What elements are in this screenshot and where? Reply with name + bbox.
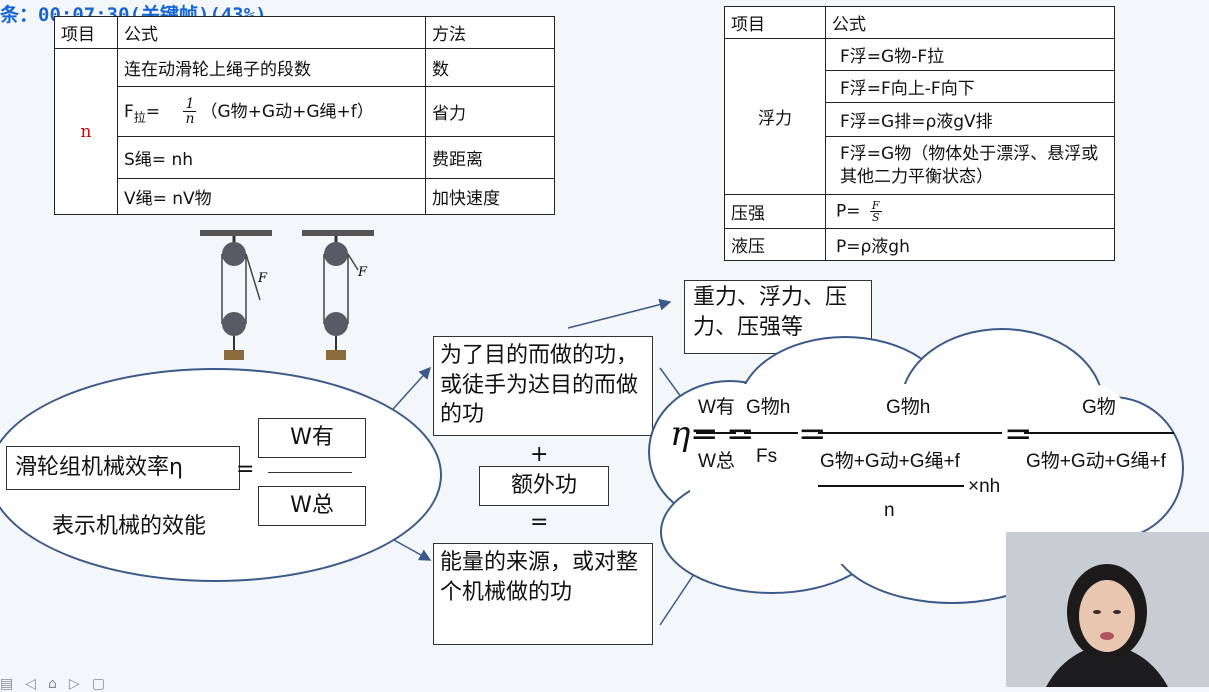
formula-pull-force: F拉= 1 n （G物+G动+G绳+f） <box>117 86 426 137</box>
buoyancy-formula-4: F浮=G物（物体处于漂浮、悬浮或其他二力平衡状态） <box>825 136 1115 195</box>
term1-bar <box>696 432 736 434</box>
term3-denominator: G物+G动+G绳+f <box>820 451 960 472</box>
fraction-one-over-n: 1 n <box>183 96 197 128</box>
term2-numerator: G物h <box>746 397 791 418</box>
term4-denominator: G物+G动+G绳+f <box>1026 451 1166 472</box>
method-count: 数 <box>425 48 555 87</box>
useful-work-desc: 为了目的而做的功，或徒手为达目的而做的功 <box>433 336 653 436</box>
equals-1: = <box>690 414 719 454</box>
term3-bar <box>818 432 1002 434</box>
formula-distance: S绳= nh <box>117 136 426 179</box>
force-label-f-2: F <box>357 265 368 280</box>
equals-3: = <box>798 414 827 454</box>
webcam-video <box>1006 532 1209 687</box>
pulley-diagrams: F F <box>200 230 374 360</box>
term2-bar <box>744 432 798 434</box>
symbol-n: n <box>54 48 118 215</box>
buoyancy-formula-1: F浮=G物-F拉 <box>825 38 1115 71</box>
formula-segments: 连在动滑轮上绳子的段数 <box>117 48 426 87</box>
pressure-formula: P= F S <box>825 194 1115 229</box>
home-icon[interactable]: ⌂ <box>48 676 69 692</box>
header-formula: 公式 <box>825 6 1115 39</box>
arrow-to-forces <box>567 298 672 329</box>
term3-inner-denominator: n <box>884 500 895 521</box>
efficiency-label-box: 滑轮组机械效率η <box>6 446 240 490</box>
method-save-force: 省力 <box>425 86 555 137</box>
label-liquid-pressure: 液压 <box>724 228 826 261</box>
method-cost-distance: 费距离 <box>425 136 555 179</box>
force-table: 项目 公式 浮力 F浮=G物-F拉 F浮=F向上-F向下 F浮=G排=ρ液gV排… <box>724 6 1115 261</box>
efficiency-equals: = <box>236 457 255 482</box>
equals-sign-2: = <box>530 510 549 535</box>
total-work-box: W总 <box>258 486 366 526</box>
term1-denominator: W总 <box>698 451 735 472</box>
menu-icon[interactable]: ▤ <box>0 676 26 692</box>
pulley-diagram-1 <box>200 230 272 360</box>
label-buoyancy: 浮力 <box>724 38 826 195</box>
term3-inner-bar <box>818 485 964 487</box>
eta-symbol: η <box>670 414 691 454</box>
term4-numerator: G物 <box>1082 397 1116 418</box>
forward-icon[interactable]: ▷ <box>68 676 92 692</box>
extra-work-box: 额外功 <box>479 466 609 506</box>
pulley-table: 项目 公式 方法 n 连在动滑轮上绳子的段数 数 F拉= 1 n （G物+G动+… <box>54 16 555 215</box>
plus-sign: + <box>530 442 549 467</box>
useful-work-box: W有 <box>258 418 366 458</box>
efficiency-meaning: 表示机械的效能 <box>52 514 207 539</box>
term3-times: ×nh <box>968 476 1001 497</box>
buoyancy-formula-2: F浮=F向上-F向下 <box>825 70 1115 103</box>
formula-speed: V绳= nV物 <box>117 178 426 215</box>
equals-2: = <box>726 414 755 454</box>
energy-source-desc: 能量的来源，或对整个机械做的功 <box>433 543 653 645</box>
fraction-line <box>268 472 352 473</box>
liquid-pressure-formula: P=ρ液gh <box>825 228 1115 261</box>
pulley-diagram-2 <box>302 230 374 360</box>
method-speed-up: 加快速度 <box>425 178 555 215</box>
label-pressure: 压强 <box>724 194 826 229</box>
term1-numerator: W有 <box>698 397 735 418</box>
buoyancy-formula-3: F浮=G排=ρ液gV排 <box>825 102 1115 137</box>
back-icon[interactable]: ◁ <box>25 676 49 692</box>
fraction-f-over-s: F S <box>869 199 882 224</box>
term2-denominator: Fs <box>756 446 778 467</box>
equals-4: = <box>1004 414 1033 454</box>
screen-icon[interactable]: ▢ <box>91 676 117 692</box>
presenter-image <box>1006 532 1209 687</box>
term4-bar <box>1024 432 1174 434</box>
term3-numerator: G物h <box>886 397 931 418</box>
force-label-f: F <box>257 271 268 286</box>
player-controls[interactable]: ▤◁⌂▷▢ <box>0 676 117 692</box>
